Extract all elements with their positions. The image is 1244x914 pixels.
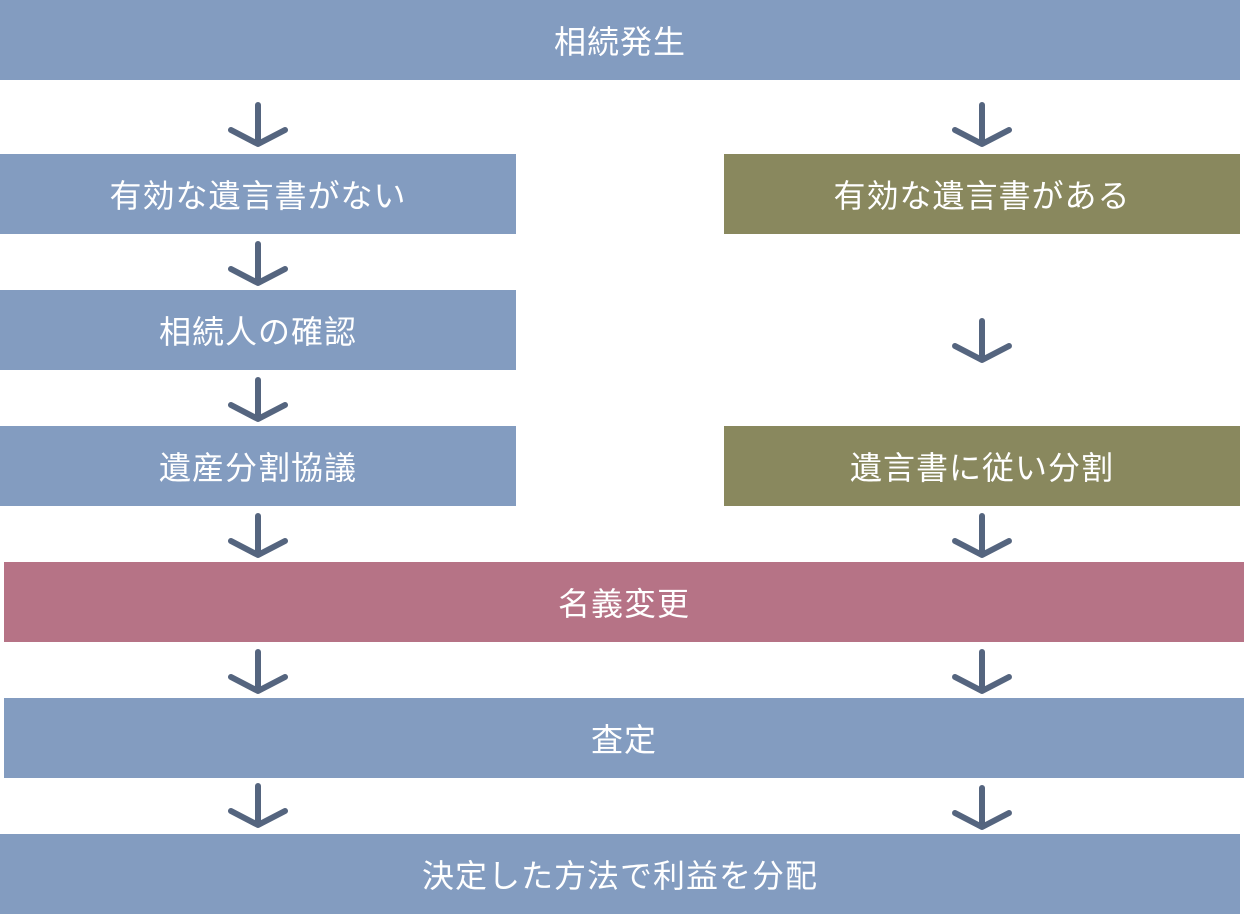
with-will-label: 有効な遺言書がある — [833, 177, 1131, 215]
appraisal-label: 査定 — [590, 721, 657, 759]
arrow-down-icon — [226, 783, 290, 829]
arrow-down-icon — [950, 318, 1014, 364]
appraisal-box: 査定 — [4, 698, 1244, 778]
title-transfer-box: 名義変更 — [4, 562, 1244, 642]
arrow-down-icon — [226, 241, 290, 287]
no-will-label: 有効な遺言書がない — [109, 177, 407, 215]
will-division-label: 遺言書に従い分割 — [849, 449, 1114, 487]
no-will-box: 有効な遺言書がない — [0, 154, 516, 234]
arrow-down-icon — [950, 102, 1014, 148]
distribution-box: 決定した方法で利益を分配 — [0, 834, 1240, 914]
heir-confirmation-box: 相続人の確認 — [0, 290, 516, 370]
division-agreement-box: 遺産分割協議 — [0, 426, 516, 506]
arrow-down-icon — [226, 649, 290, 695]
arrow-down-icon — [226, 102, 290, 148]
division-agreement-label: 遺産分割協議 — [158, 449, 357, 487]
arrow-down-icon — [950, 649, 1014, 695]
will-division-box: 遺言書に従い分割 — [724, 426, 1240, 506]
title-transfer-label: 名義変更 — [557, 585, 690, 623]
start-box: 相続発生 — [0, 0, 1240, 80]
heir-confirmation-label: 相続人の確認 — [158, 313, 357, 351]
arrow-down-icon — [950, 513, 1014, 559]
arrow-down-icon — [950, 785, 1014, 831]
with-will-box: 有効な遺言書がある — [724, 154, 1240, 234]
arrow-down-icon — [226, 377, 290, 423]
arrow-down-icon — [226, 513, 290, 559]
start-label: 相続発生 — [553, 23, 686, 61]
distribution-label: 決定した方法で利益を分配 — [421, 857, 818, 895]
